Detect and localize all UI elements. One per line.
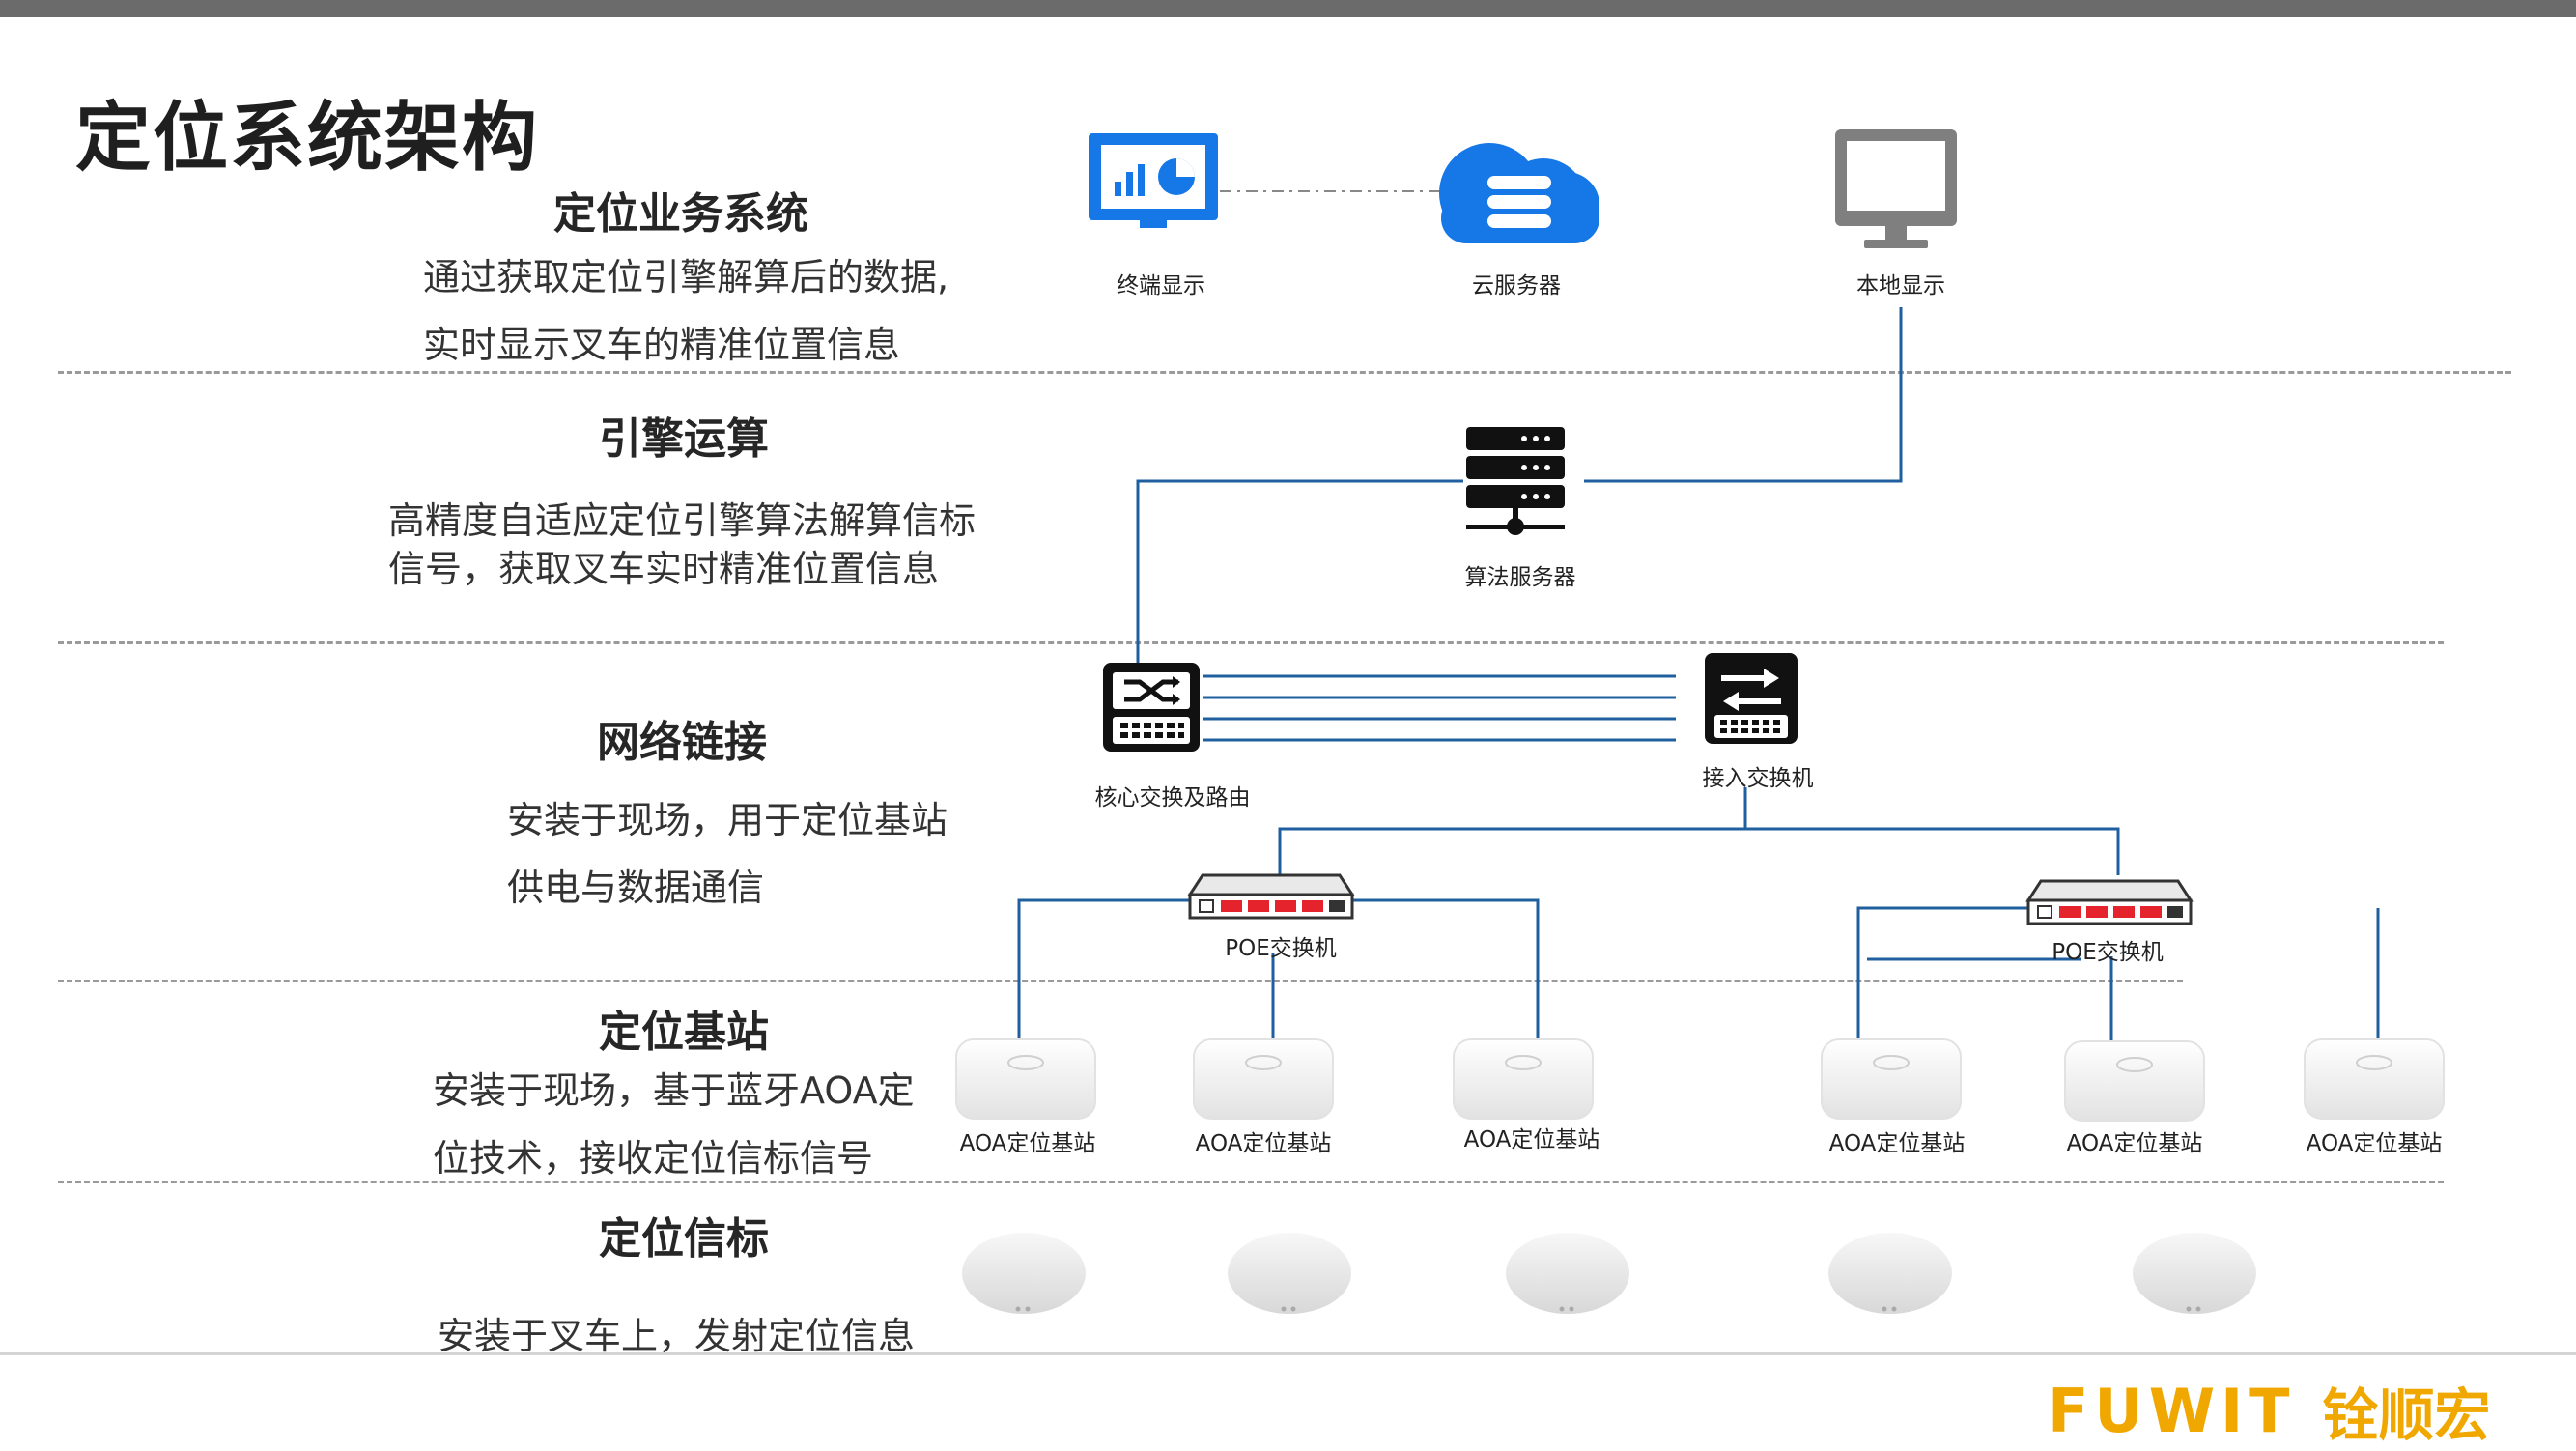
base-station-icon — [2304, 1038, 2445, 1120]
base-station-label: AOA定位基站 — [1828, 1131, 1966, 1156]
layer-separator — [58, 641, 2444, 644]
layer-heading-engine: 引擎运算 — [599, 414, 769, 464]
poe-switch-icon — [2025, 879, 2194, 925]
layer-heading-beacon: 定位信标 — [599, 1214, 769, 1264]
layer-heading-base-station: 定位基站 — [599, 1008, 769, 1057]
base-station-label: AOA定位基站 — [959, 1131, 1096, 1156]
layer-separator — [58, 1181, 2444, 1183]
computer-monitor-icon — [1835, 129, 1957, 248]
cloud-server-label: 云服务器 — [1472, 273, 1561, 299]
page-title: 定位系统架构 — [75, 95, 540, 182]
beacon-icon — [962, 1233, 1086, 1314]
poe2-station4-link — [1856, 906, 2029, 1045]
layer-desc-business-2: 实时显示叉车的精准位置信息 — [423, 324, 901, 366]
layer-desc-beacon-1: 安装于叉车上，发射定位信息 — [438, 1315, 916, 1357]
layer-heading-business: 定位业务系统 — [553, 189, 808, 239]
access-switch-label: 接入交换机 — [1702, 766, 1814, 791]
poe-switch-label: POE交换机 — [2052, 940, 2164, 965]
poe-switch-label: POE交换机 — [1225, 936, 1337, 961]
top-bar — [0, 0, 2576, 17]
layer-desc-engine-2: 信号，获取叉车实时精准位置信息 — [388, 548, 940, 590]
base-station-icon — [1193, 1038, 1334, 1120]
base-station-label: AOA定位基站 — [2066, 1131, 2203, 1156]
monitor-icon — [1089, 133, 1218, 228]
layer-separator — [58, 980, 2183, 982]
access-poe-links — [1278, 827, 2120, 875]
base-station-label: AOA定位基站 — [1463, 1127, 1600, 1152]
server-core-link — [1136, 479, 1463, 667]
base-station-label: AOA定位基站 — [1195, 1131, 1332, 1156]
connection-lines — [1017, 190, 2380, 1053]
beacon-icon — [1228, 1233, 1351, 1314]
base-station-icon — [2064, 1040, 2205, 1122]
layer-desc-base-station-1: 安装于现场，基于蓝牙AOA定 — [433, 1069, 915, 1112]
local-display-label: 本地显示 — [1856, 273, 1945, 299]
core-switch-label: 核心交换及路由 — [1094, 785, 1251, 811]
beacon-icon — [1828, 1233, 1952, 1314]
base-station-icon — [1821, 1038, 1962, 1120]
layer-desc-network-2: 供电与数据通信 — [507, 867, 765, 909]
footer-divider — [0, 1352, 2576, 1355]
poe-switch-icon — [1187, 873, 1355, 920]
algorithm-server-label: 算法服务器 — [1464, 565, 1576, 590]
cloud-server-icon — [1439, 143, 1599, 243]
layer-heading-network: 网络链接 — [597, 718, 767, 767]
brand-name-en: FUWIT — [2048, 1375, 2296, 1446]
base-station-icon — [955, 1038, 1096, 1120]
layer-desc-network-1: 安装于现场，用于定位基站 — [507, 799, 948, 841]
poe1-station1-link — [1017, 898, 1191, 1041]
base-station-label: AOA定位基站 — [2306, 1131, 2443, 1156]
access-switch-icon — [1705, 653, 1798, 744]
poe1-station3-link — [1350, 898, 1540, 1045]
layer-desc-business-1: 通过获取定位引擎解算后的数据, — [423, 256, 949, 299]
terminal-display-label: 终端显示 — [1117, 273, 1205, 299]
local-display-link — [1584, 307, 1903, 483]
server-rack-icon — [1466, 427, 1565, 535]
brand-name-cn: 铨顺宏 — [2322, 1382, 2491, 1448]
brand-logo: FUWIT 铨顺宏 — [2048, 1370, 2490, 1449]
base-station-icon — [1453, 1038, 1594, 1120]
layer-desc-engine-1: 高精度自适应定位引擎算法解算信标 — [388, 499, 977, 542]
layer-separator — [58, 371, 2511, 374]
layer-desc-base-station-2: 位技术，接收定位信标信号 — [433, 1137, 874, 1180]
beacon-icon — [1506, 1233, 1629, 1314]
core-switch-icon — [1103, 663, 1200, 752]
beacon-icon — [2133, 1233, 2256, 1314]
